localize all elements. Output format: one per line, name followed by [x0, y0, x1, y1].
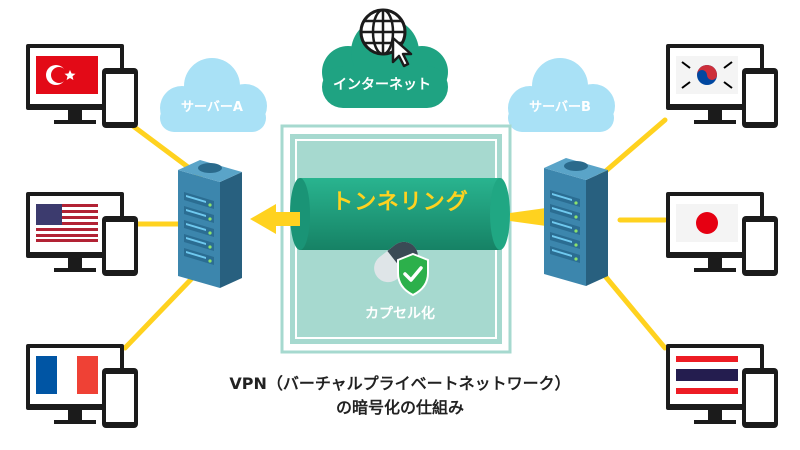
arrow-to-server-a: [250, 204, 300, 234]
client-france: [26, 344, 138, 428]
cloud-server-a: [160, 58, 267, 132]
server-a-label: サーバーA: [181, 100, 243, 115]
server-b-label: サーバーB: [529, 100, 591, 115]
tunnel-tube: [290, 178, 510, 250]
arrow-from-server-b: [510, 208, 546, 226]
tunneling-label: トンネリング: [331, 190, 469, 215]
korea-flag-icon: [676, 56, 738, 94]
turkey-flag-icon: [36, 56, 98, 94]
cloud-server-b: [508, 58, 615, 132]
thailand-flag-icon: [676, 356, 738, 394]
shield-check-icon: [397, 252, 429, 297]
caption-line-2: の暗号化の仕組み: [335, 398, 464, 417]
client-turkey: [26, 44, 138, 128]
client-usa: [26, 192, 138, 276]
client-japan: [666, 192, 778, 276]
server-b-rack-icon: [544, 158, 608, 286]
client-south-korea: [666, 44, 778, 128]
usa-flag-icon: [36, 204, 98, 242]
encapsulation-label: カプセル化: [365, 306, 435, 322]
france-flag-icon: [36, 356, 98, 394]
internet-label: インターネット: [333, 77, 431, 93]
caption-line-1: VPN（バーチャルプライベートネットワーク）: [229, 374, 571, 393]
server-a-rack-icon: [178, 160, 242, 288]
globe-cursor-icon: [359, 8, 413, 68]
diagram-caption: VPN（バーチャルプライベートネットワーク） の暗号化の仕組み: [150, 372, 650, 420]
client-thailand: [666, 344, 778, 428]
japan-flag-icon: [676, 204, 738, 242]
